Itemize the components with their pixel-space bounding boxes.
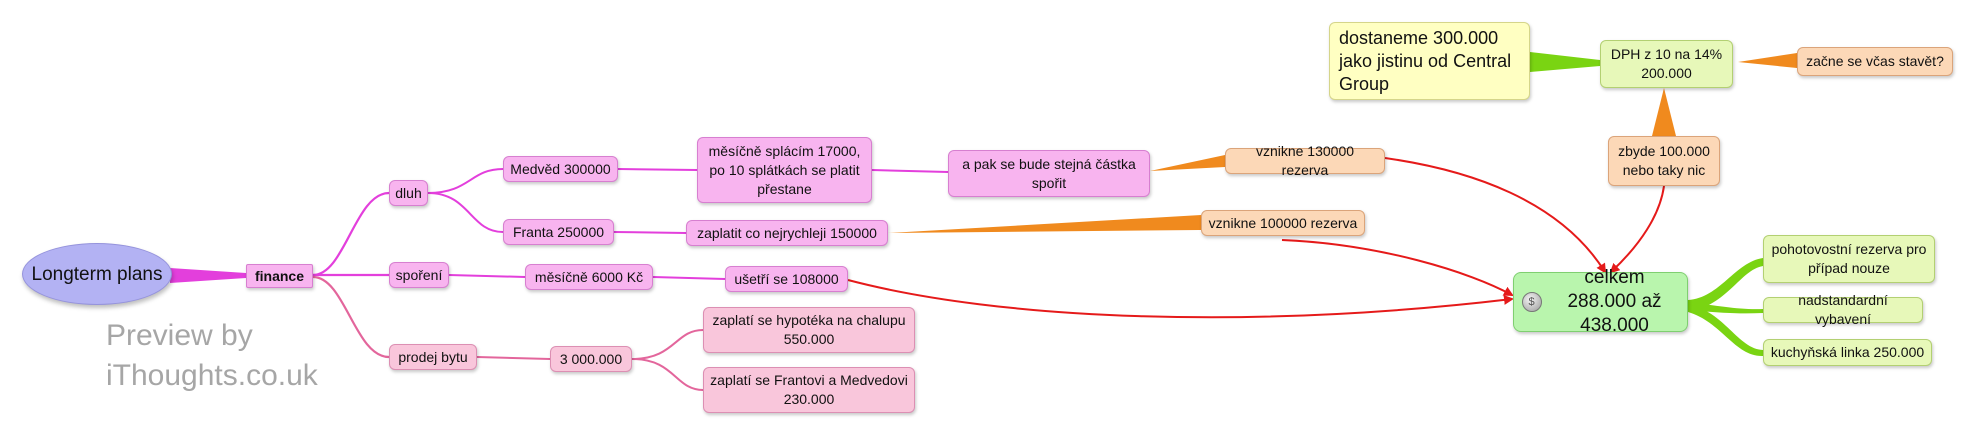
edge-finance-dluh <box>312 191 390 277</box>
edge-dluh-medved <box>427 168 504 194</box>
node-kuchynska-linka[interactable]: kuchyňská linka 250.000 <box>1763 339 1932 366</box>
edge-splacim-sporit <box>871 169 949 173</box>
node-dph[interactable]: DPH z 10 na 14% 200.000 <box>1600 40 1733 88</box>
edge-medved-splacim <box>617 168 698 171</box>
edge-total-linka <box>1688 304 1763 357</box>
total-label: celkem 288.000 až 438.000 <box>1567 267 1662 336</box>
node-hypoteka[interactable]: zaplatí se hypotéka na chalupu 550.000 <box>703 307 915 353</box>
node-rezerva-130000[interactable]: vznikne 130000 rezerva <box>1225 143 1385 178</box>
node-castka-3000000[interactable]: 3 000.000 <box>550 346 632 372</box>
node-zacne-se-stavet[interactable]: začne se včas stavět? <box>1797 47 1953 76</box>
arrow-rezerva100-total <box>1281 239 1514 296</box>
node-zbyde[interactable]: zbyde 100.000 nebo taky nic <box>1608 136 1720 186</box>
node-sporeni[interactable]: spoření <box>389 262 449 288</box>
node-finance[interactable]: finance <box>246 264 313 288</box>
node-rezerva-100000[interactable]: vznikne 100000 rezerva <box>1201 210 1365 236</box>
node-dluh[interactable]: dluh <box>389 180 428 206</box>
arrow-zbyde-total <box>1609 185 1665 274</box>
edge-dph-zacne <box>1738 53 1797 68</box>
edge-castka-frantovi <box>631 358 704 391</box>
edge-prodej-castka <box>476 356 551 360</box>
edge-total-pohotovostni <box>1688 258 1763 312</box>
node-pohotovostni-rezerva[interactable]: pohotovostní rezerva pro případ nouze <box>1763 235 1935 283</box>
node-splacim[interactable]: měsíčně splácím 17000, po 10 splátkách s… <box>697 137 872 203</box>
edge-total-vybaveni <box>1688 302 1763 314</box>
preview-watermark: Preview by iThoughts.co.uk <box>106 319 318 392</box>
node-zaplatit[interactable]: zaplatit co nejrychleji 150000 <box>686 220 888 246</box>
edge-dluh-franta <box>427 192 504 233</box>
node-celkem-total[interactable]: $ celkem 288.000 až 438.000 <box>1513 267 1688 336</box>
arrow-usetri-total <box>847 279 1514 319</box>
node-prodej-bytu[interactable]: prodej bytu <box>389 344 477 370</box>
edge-root-finance <box>170 268 246 283</box>
edge-dph-zbyde <box>1652 88 1676 136</box>
node-franta[interactable]: Franta 250000 <box>503 219 614 245</box>
edge-sporeni-mesicne <box>448 274 526 278</box>
arrow-rezerva130-total <box>1384 157 1607 274</box>
edge-dph-dostaneme <box>1530 52 1600 72</box>
node-usetri[interactable]: ušetří se 108000 <box>725 266 848 292</box>
edge-finance-prodej <box>312 275 390 359</box>
node-frantovi-medvedovi[interactable]: zaplatí se Frantovi a Medvedovi 230.000 <box>703 367 915 413</box>
edge-mesicne-usetri <box>652 276 726 280</box>
root-node-longterm-plans[interactable]: Longterm plans <box>22 243 172 305</box>
node-medved[interactable]: Medvěd 300000 <box>503 156 618 182</box>
coin-icon: $ <box>1521 292 1542 312</box>
edge-sporit-rezerva130 <box>1150 155 1225 171</box>
node-mesicne-6000[interactable]: měsíčně 6000 Kč <box>525 264 653 290</box>
edge-franta-zaplatit <box>613 231 687 234</box>
edge-castka-hypoteka <box>631 329 704 360</box>
node-nadstandardni-vybaveni[interactable]: nadstandardní vybavení <box>1763 292 1923 327</box>
edge-zaplatit-rezerva100 <box>888 215 1201 233</box>
node-dostaneme-jistinu[interactable]: dostaneme 300.000 jako jistinu od Centra… <box>1329 22 1530 100</box>
node-sporit[interactable]: a pak se bude stejná částka spořit <box>948 150 1150 197</box>
